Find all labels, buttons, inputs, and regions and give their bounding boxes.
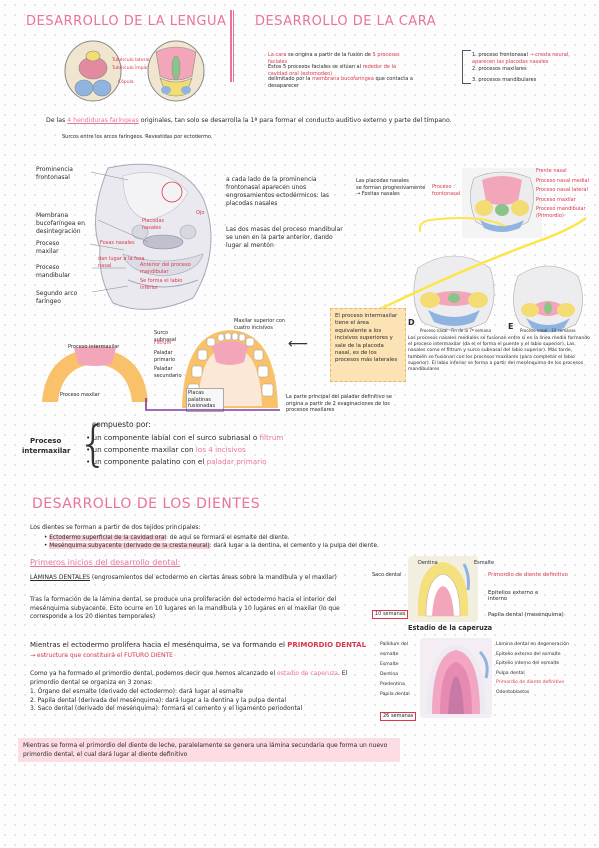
dientes-para-1: Tras la formación de la lámina dental, s… (30, 596, 340, 620)
caperuza-label-epitelios: Epitelios externo e interno (488, 590, 539, 602)
zone-3: 3. Saco dental (derivado del mesénquima)… (30, 705, 303, 712)
face-labels: Frente nasal Proceso nasal medial Proces… (536, 168, 589, 219)
palate-label-filtrum: Filtrum (154, 340, 172, 346)
tongue-label-1: Tubérculo lateral (112, 58, 150, 63)
zone-2: 2. Papila dental (derivada del mesénquim… (30, 696, 286, 704)
face-figure-top (462, 168, 542, 238)
palate-label-secundario: Paladar secundario (154, 366, 182, 379)
intermaxilar-box: El proceso intermaxilar tiene el área eq… (330, 308, 406, 382)
hendiduras-text: De las 4 hendiduras faríngeas originales… (46, 117, 452, 124)
campana-badge: 26 semanas (380, 712, 417, 721)
proceso-item-2: • un componente maxilar con los 4 incisi… (86, 445, 246, 454)
face-body-text: Los procesos nasales mediales se fusiona… (408, 336, 590, 373)
dientes-lamina: LÁMINAS DENTALES (engrosamientos del ect… (30, 574, 337, 581)
cara-list-3: 3. procesos mandibulares (472, 77, 537, 83)
palate-label-placas: Placas palatinas fusionadas (186, 388, 224, 412)
fig-letter-d: D (408, 318, 415, 327)
proceso-item-3: • un componente palatino con el paladar … (86, 457, 267, 466)
face-figure-d (408, 248, 500, 334)
dientes-bullet-2: • Mesénquima subyacente (derivado de la … (44, 543, 379, 549)
title-cara: DESARROLLO DE LA CARA (255, 14, 437, 29)
caption-e: Proceso nasal · 10 semanas (520, 328, 576, 333)
cara-intro-line3: delimitado por la membrana bucofaríngea … (268, 76, 413, 89)
embryo-note-ojo: Ojo (196, 210, 205, 216)
tongue-label-2: Tubérculo impar (112, 66, 149, 71)
dientes-title: DESARROLLO DE LOS DIENTES (32, 496, 261, 512)
tongue-figure (56, 38, 226, 108)
pink-note-frontonasal: Proceso frontonasal (432, 184, 461, 197)
caperuza-label-esmalte: Esmalte (474, 560, 495, 566)
caperuza-label-dentina: Dentina (418, 560, 438, 566)
cara-list-1: 1. proceso frontonasal → cresta neural, … (472, 52, 570, 65)
dientes-para-3: Como ya ha formado el primordio dental, … (30, 670, 348, 686)
cara-list-2: 2. procesos maxilares (472, 66, 527, 72)
caperuza-label-papila: Papila dental (mesénquima) (488, 612, 564, 618)
brace-icon: { (78, 416, 109, 472)
middle-para-2: Las dos masas del proceso mandibular se … (226, 226, 343, 249)
embryo-label-frontonasal: Prominencia frontonasal (36, 166, 73, 181)
caperuza-label-primordio: Primordio de diente definitivo (488, 572, 568, 578)
cara-brace (462, 50, 471, 84)
palate-label-intermaxilar: Proceso intermaxilar (68, 344, 120, 350)
face-figure-e (508, 260, 588, 336)
zone-1: 1. Órgano del esmalte (derivado del ecto… (30, 688, 244, 695)
caperuza-figure (408, 556, 478, 622)
arrow-note: Las placodas nasales se forman progresiv… (356, 178, 426, 197)
embryo-note-fosas: Fosas nasales (100, 240, 135, 246)
campana-labels-left: Pallidum del esmalte Esmalte Dentina Pre… (380, 642, 410, 697)
palate-label-surco: Surco subnasal (154, 330, 177, 343)
palate-figure-left (36, 342, 154, 404)
palate-label-primario: Paladar primario (154, 350, 176, 363)
palate-label-maxilar-superior: Maxilar superior con cuatro incisivos (234, 318, 285, 331)
proceso-intro: compuesto por: (92, 420, 151, 429)
embryo-figure (28, 158, 228, 318)
embryo-label-maxilar: Proceso maxilar (36, 240, 60, 255)
dientes-bullet-1: • Ectodermo superficial de la cavidad or… (44, 535, 290, 541)
tongue-label-3: Cópula (118, 80, 134, 85)
arrow-left-icon: ⟵ (288, 336, 309, 352)
dientes-zones: 1. Órgano del esmalte (derivado del ecto… (30, 688, 370, 714)
campana-figure (420, 638, 492, 718)
title-divider (230, 10, 232, 82)
proceso-intermaxilar-title: Proceso intermaxilar (22, 437, 71, 455)
palate-label-maxilar: Proceso maxilar (60, 392, 100, 398)
cara-intro-line1: La cara se origina a partir de la fusión… (268, 52, 400, 65)
caperuza-label-saco: Saco dental (372, 572, 402, 578)
proceso-item-1: • un componente labial con el surco subn… (86, 433, 284, 442)
dientes-intro: Los dientes se forman a partir de dos te… (30, 524, 201, 531)
middle-para-1: a cada lado de la prominencia frontonasa… (226, 176, 330, 207)
proceso-list: • un componente labial con el surco subn… (86, 432, 386, 468)
embryo-label-segundo-arco: Segundo arco faríngeo (36, 290, 78, 305)
cara-intro-line2: Estos 5 procesos faciales se sitúan al r… (268, 64, 397, 77)
embryo-note-anterior: Anterior del proceso mandibular (140, 262, 191, 275)
dientes-bullets: • Ectodermo superficial de la cavidad or… (44, 534, 544, 550)
caperuza-caption: Estadio de la caperuza (408, 624, 493, 632)
embryo-label-membrana: Membrana bucofaríngea en desintegración (36, 212, 85, 235)
embryo-note-placodas: Placodas nasales (142, 218, 165, 231)
caperuza-badge: 10 semanas (372, 610, 409, 619)
purple-bracket (145, 398, 280, 411)
embryo-label-mandibular: Proceso mandibular (36, 264, 71, 279)
fig-letter-e: E (508, 322, 514, 331)
palate-note: La parte principal del paladar definitiv… (286, 394, 392, 413)
dientes-final-note: Mientras se forma el primordio del dient… (18, 738, 400, 762)
hendiduras-sub: Surcos entre los arcos faríngeos. Revest… (62, 134, 213, 140)
dientes-subhead: Primeros inicios del desarrollo dental: (30, 558, 181, 567)
embryo-note-labio: Se forma el labio inferior (140, 278, 183, 291)
caption-d: Proceso nasal · Fin de la 7ª semana (420, 328, 491, 333)
dientes-para-2: Mientras el ectodermo prolifera hacia el… (30, 641, 367, 659)
campana-labels-right: Lámina dental en degeneración Epitelio e… (496, 642, 569, 695)
embryo-note-dan-lugar: dan lugar a la fosa nasal (98, 256, 145, 269)
title-lengua: DESARROLLO DE LA LENGUA (26, 14, 227, 29)
